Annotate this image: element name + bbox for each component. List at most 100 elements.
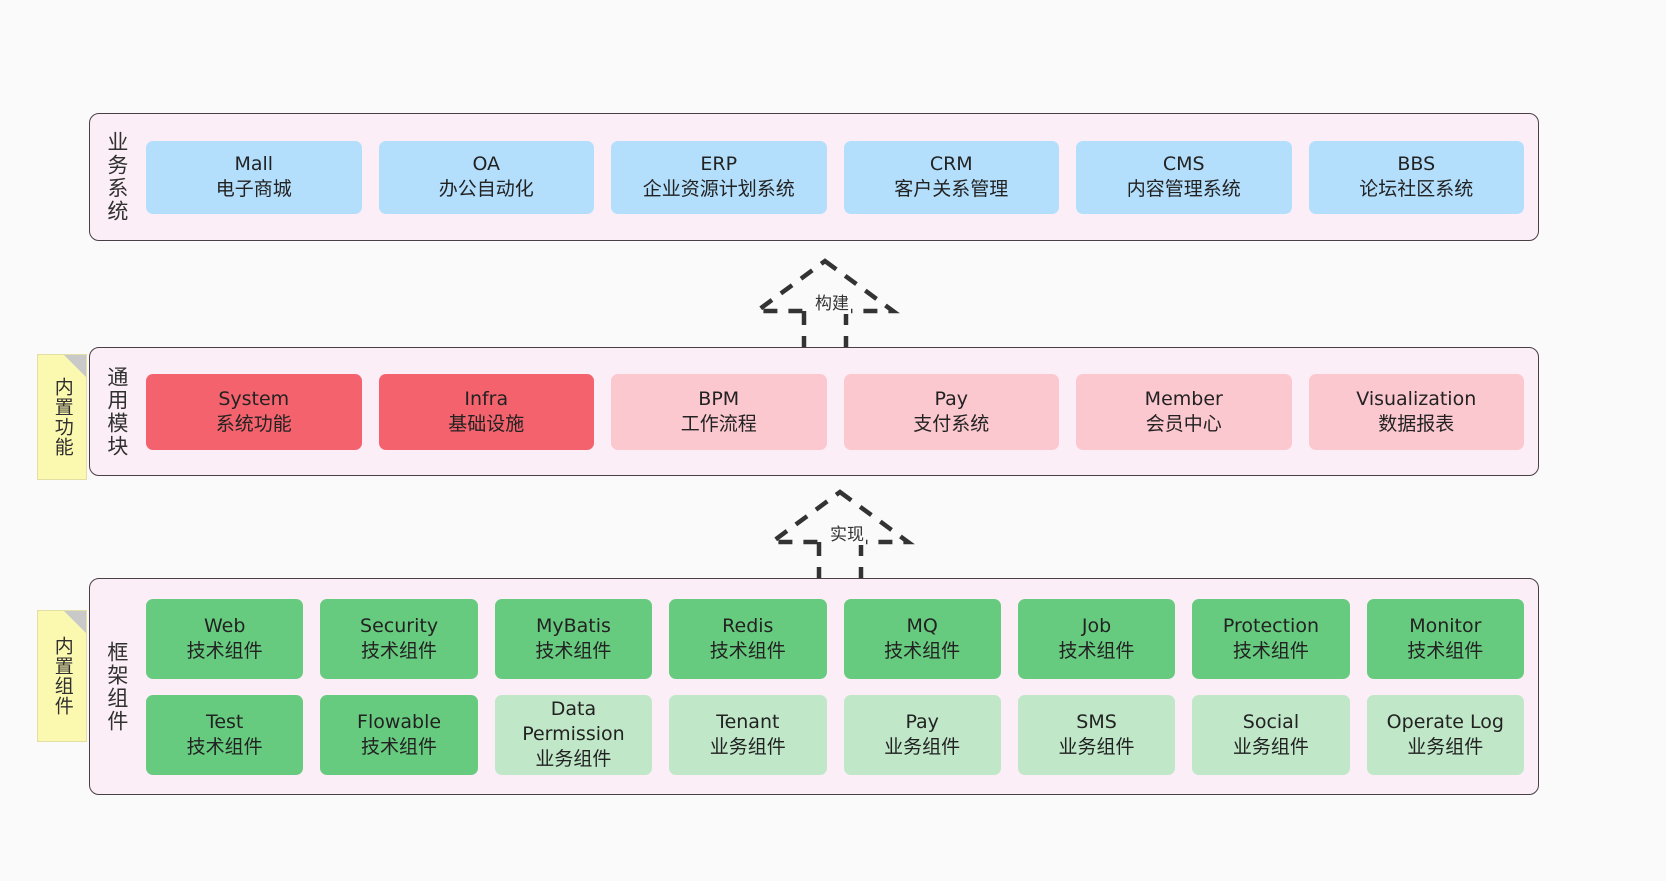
node-mq-title: MQ [906,614,938,637]
node-social-title: Social [1242,710,1300,733]
node-infra[interactable]: Infra 基础设施 [378,373,594,450]
node-protection-subtitle: 技术组件 [1232,639,1309,662]
node-erp[interactable]: ERP 企业资源计划系统 [611,140,827,214]
node-mybatis-title: MyBatis [535,614,611,637]
node-infra-subtitle: 基础设施 [448,412,525,435]
node-visualization-title: Visualization [1356,387,1477,410]
connector-build: 构建 [740,253,910,356]
node-test[interactable]: Test 技术组件 [146,694,304,775]
node-pay-component-subtitle: 业务组件 [884,735,961,758]
node-redis[interactable]: Redis 技术组件 [669,598,827,679]
node-oa[interactable]: OA 办公自动化 [378,140,594,214]
node-operate-log-subtitle: 业务组件 [1407,735,1484,758]
node-oa-subtitle: 办公自动化 [438,178,534,200]
node-system[interactable]: System 系统功能 [146,373,362,450]
node-mq-subtitle: 技术组件 [884,639,961,662]
node-data-permission-subtitle: 业务组件 [535,747,612,770]
connector-build-label: 构建 [813,289,851,314]
layer-framework-components-body: Web 技术组件 Security 技术组件 MyBatis 技术组件 Redi… [142,579,1538,794]
node-pay-component-title: Pay [905,710,939,733]
node-member-title: Member [1144,387,1223,410]
node-bpm-subtitle: 工作流程 [680,412,757,435]
node-security[interactable]: Security 技术组件 [320,598,478,679]
node-redis-title: Redis [722,614,774,637]
node-pay-module-title: Pay [934,387,969,410]
node-monitor-subtitle: 技术组件 [1407,639,1484,662]
note-builtin-features-label: 内置功能 [51,377,74,457]
node-sms[interactable]: SMS 业务组件 [1017,694,1176,775]
node-pay-component[interactable]: Pay 业务组件 [843,694,1001,775]
node-job-title: Job [1081,614,1112,637]
node-crm-title: CRM [929,153,973,176]
layer-common-modules-body: System 系统功能 Infra 基础设施 BPM 工作流程 Pay 支付系统… [142,348,1538,475]
node-mall-title: Mall [234,153,274,176]
layer-common-modules-row: System 系统功能 Infra 基础设施 BPM 工作流程 Pay 支付系统… [146,373,1524,450]
connector-implement: 实现 [755,484,925,587]
node-data-permission-title: Data Permission [522,698,625,746]
layer-framework-components-row-business: Test 技术组件 Flowable 技术组件 Data Permission … [146,694,1524,775]
node-web-subtitle: 技术组件 [186,639,263,662]
layer-business-systems-body: Mall 电子商城 OA 办公自动化 ERP 企业资源计划系统 CRM 客户关系… [142,114,1538,240]
node-web[interactable]: Web 技术组件 [146,598,304,679]
connector-implement-label: 实现 [828,520,866,545]
node-tenant-title: Tenant [716,710,780,733]
node-sms-subtitle: 业务组件 [1058,735,1135,758]
node-sms-title: SMS [1076,710,1117,733]
note-builtin-features: 内置功能 [37,354,87,480]
node-job-subtitle: 技术组件 [1058,639,1135,662]
node-bpm-title: BPM [698,387,740,410]
note-builtin-components: 内置组件 [37,610,87,742]
node-visualization[interactable]: Visualization 数据报表 [1308,373,1524,450]
node-job[interactable]: Job 技术组件 [1017,598,1176,679]
node-infra-title: Infra [464,387,509,410]
node-bbs-subtitle: 论坛社区系统 [1359,178,1474,200]
node-oa-title: OA [472,153,501,176]
layer-framework-components-row-tech: Web 技术组件 Security 技术组件 MyBatis 技术组件 Redi… [146,598,1524,679]
node-social-subtitle: 业务组件 [1232,735,1309,758]
node-mall-subtitle: 电子商城 [215,178,292,200]
layer-common-modules: 通用模块 System 系统功能 Infra 基础设施 BPM 工作流程 Pay… [89,347,1539,476]
node-flowable[interactable]: Flowable 技术组件 [320,694,478,775]
layer-common-modules-label: 通用模块 [104,365,129,458]
node-mybatis-subtitle: 技术组件 [535,639,612,662]
node-data-permission[interactable]: Data Permission 业务组件 [494,694,653,775]
node-web-title: Web [203,614,246,637]
node-tenant-subtitle: 业务组件 [709,735,786,758]
node-bpm[interactable]: BPM 工作流程 [611,373,827,450]
note-fold-corner-icon [64,611,86,633]
node-mybatis[interactable]: MyBatis 技术组件 [494,598,653,679]
node-test-subtitle: 技术组件 [186,735,263,758]
node-member[interactable]: Member 会员中心 [1076,373,1292,450]
node-test-title: Test [205,710,244,733]
node-cms[interactable]: CMS 内容管理系统 [1076,140,1292,214]
node-mq[interactable]: MQ 技术组件 [843,598,1001,679]
layer-framework-components-label: 框架组件 [104,640,129,733]
node-pay-module[interactable]: Pay 支付系统 [843,373,1059,450]
node-pay-module-subtitle: 支付系统 [913,412,990,435]
node-visualization-subtitle: 数据报表 [1378,412,1455,435]
node-operate-log-title: Operate Log [1386,710,1504,733]
layer-business-systems: 业务系统 Mall 电子商城 OA 办公自动化 ERP 企业资源计划系统 CRM… [89,113,1539,241]
node-system-title: System [218,387,290,410]
node-system-subtitle: 系统功能 [215,412,292,435]
node-protection-title: Protection [1222,614,1319,637]
node-social[interactable]: Social 业务组件 [1192,694,1350,775]
node-erp-title: ERP [700,153,738,176]
node-protection[interactable]: Protection 技术组件 [1192,598,1350,679]
note-fold-corner-icon [64,355,86,377]
layer-business-systems-row: Mall 电子商城 OA 办公自动化 ERP 企业资源计划系统 CRM 客户关系… [146,140,1524,214]
node-bbs[interactable]: BBS 论坛社区系统 [1308,140,1524,214]
note-builtin-components-label: 内置组件 [51,636,74,716]
node-operate-log[interactable]: Operate Log 业务组件 [1366,694,1524,775]
node-tenant[interactable]: Tenant 业务组件 [669,694,827,775]
layer-business-systems-label: 业务系统 [104,131,129,223]
node-crm[interactable]: CRM 客户关系管理 [843,140,1059,214]
node-mall[interactable]: Mall 电子商城 [146,140,362,214]
node-monitor[interactable]: Monitor 技术组件 [1366,598,1524,679]
node-erp-subtitle: 企业资源计划系统 [642,178,795,200]
node-security-title: Security [360,614,439,637]
node-security-subtitle: 技术组件 [361,639,438,662]
node-flowable-title: Flowable [357,710,442,733]
node-cms-title: CMS [1162,153,1205,176]
